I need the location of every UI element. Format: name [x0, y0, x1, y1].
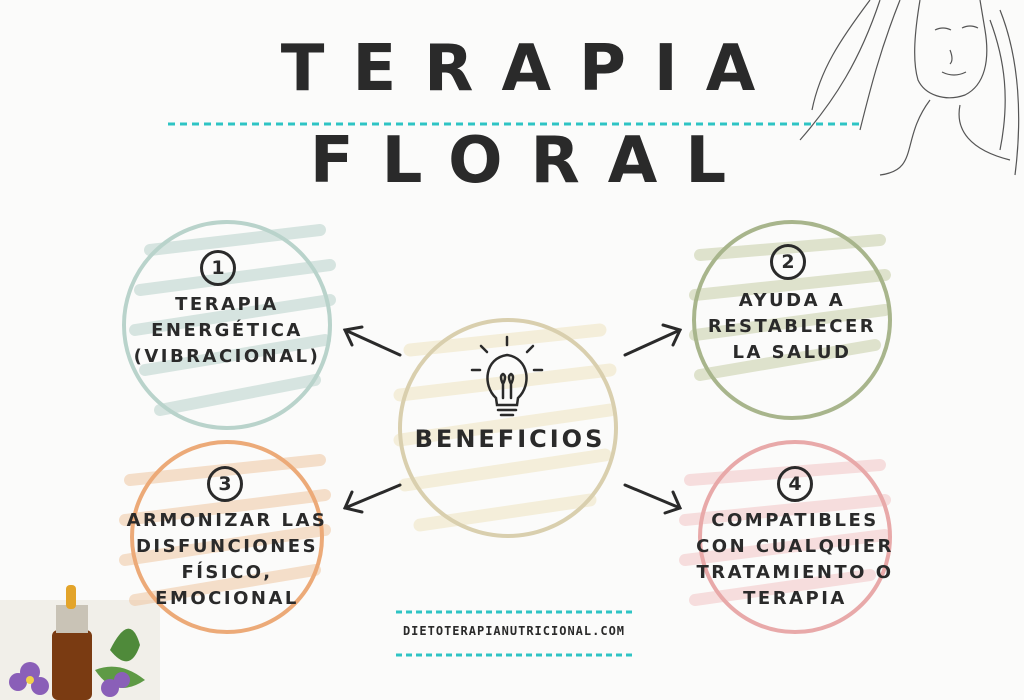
benefit-4-line: CON CUALQUIER — [696, 536, 894, 557]
arrow-to-2 — [623, 323, 683, 357]
benefit-circle-4 — [698, 440, 892, 634]
benefit-circle-1 — [122, 220, 332, 430]
title-line-2: FLORAL — [309, 124, 755, 198]
benefit-number-4: 4 — [777, 466, 813, 502]
benefit-2-line: AYUDA A — [738, 290, 846, 311]
benefit-text-4: COMPATIBLES CON CUALQUIER TRATAMIENTO O … — [680, 508, 910, 612]
benefit-text-1: TERAPIA ENERGÉTICA (VIBRACIONAL) — [122, 292, 332, 370]
benefit-circle-3 — [130, 440, 324, 634]
benefit-text-3: ARMONIZAR LAS DISFUNCIONES FÍSICO, EMOCI… — [112, 508, 342, 612]
arrow-to-3 — [342, 483, 402, 514]
benefit-4-line: COMPATIBLES — [711, 510, 879, 531]
flower-bottle-illustration — [0, 585, 160, 700]
benefit-1-line: (VIBRACIONAL) — [133, 346, 321, 367]
arrow-to-1 — [342, 325, 402, 357]
website-link[interactable]: DIETOTERAPIANUTRICIONAL.COM — [402, 624, 626, 638]
benefit-1-line: TERAPIA — [175, 294, 279, 315]
benefit-4-line: TERAPIA — [743, 588, 847, 609]
benefit-circle-2 — [692, 220, 892, 420]
arrows — [342, 323, 683, 515]
arrow-to-4 — [623, 483, 683, 515]
center-circle — [398, 318, 618, 538]
center-label: BENEFICIOS — [414, 425, 606, 453]
benefit-1-line: ENERGÉTICA — [151, 320, 303, 341]
benefit-3-line: ARMONIZAR LAS — [126, 510, 328, 531]
benefit-3-line: EMOCIONAL — [155, 588, 299, 609]
benefit-3-line: DISFUNCIONES — [135, 536, 319, 557]
benefit-2-line: LA SALUD — [732, 342, 852, 363]
benefit-text-2: AYUDA A RESTABLECER LA SALUD — [692, 288, 892, 366]
benefit-3-line: FÍSICO, — [181, 562, 273, 583]
benefit-number-2: 2 — [770, 244, 806, 280]
benefit-4-line: TRATAMIENTO O — [696, 562, 894, 583]
benefit-2-line: RESTABLECER — [707, 316, 877, 337]
benefit-number-3: 3 — [207, 466, 243, 502]
title-line-1: TERAPIA — [280, 32, 784, 106]
woman-sketch — [799, 0, 1020, 176]
benefit-number-1: 1 — [200, 250, 236, 286]
